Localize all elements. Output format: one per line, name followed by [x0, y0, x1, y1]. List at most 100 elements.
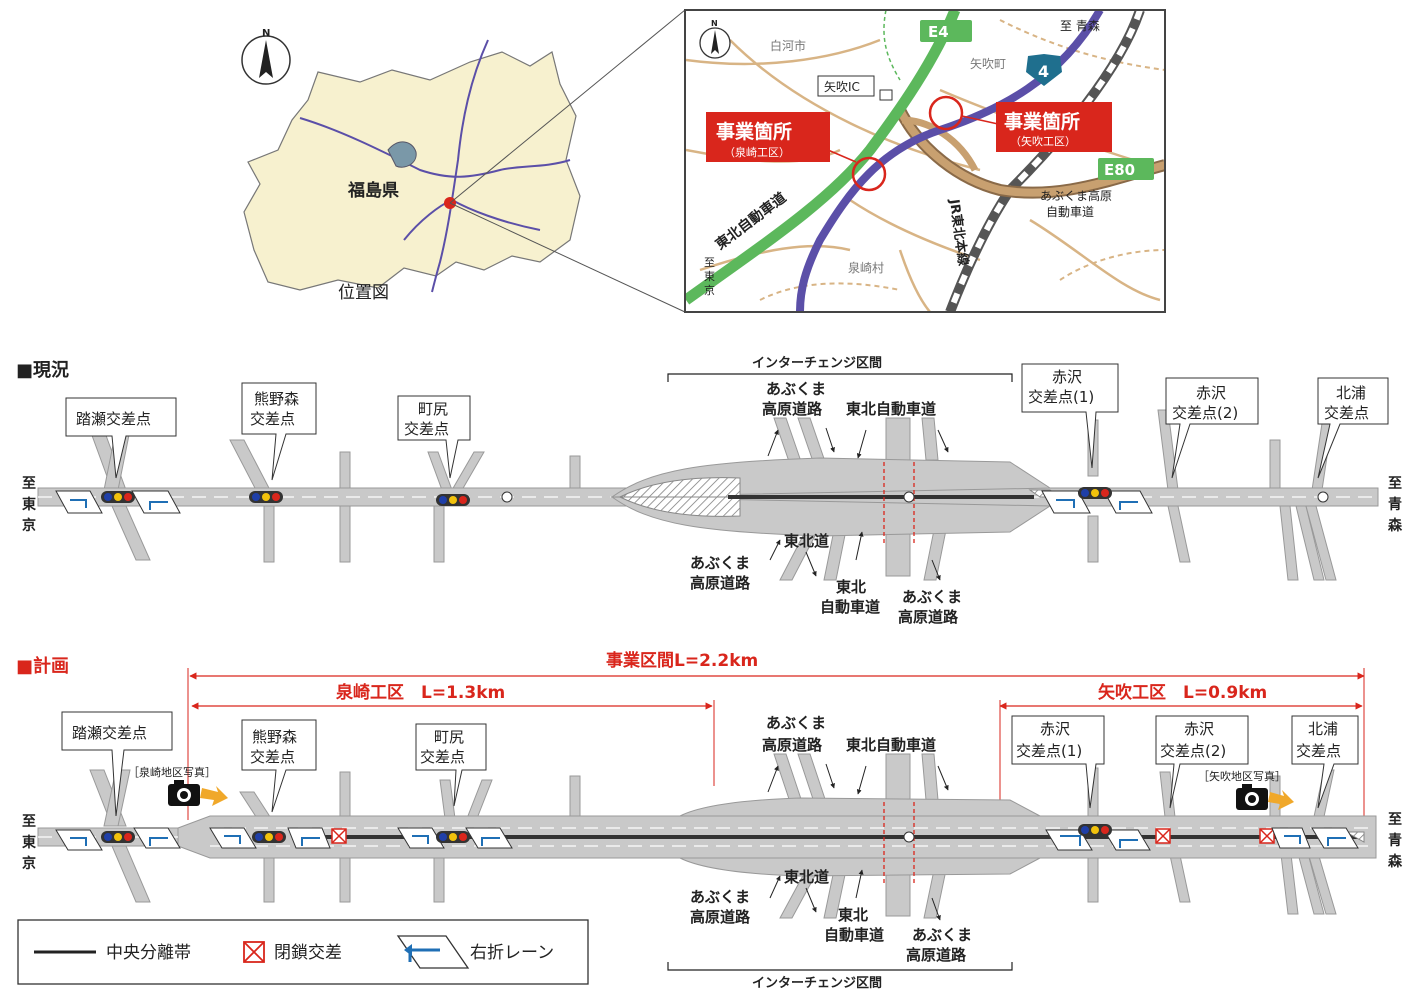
right-turn-lane-icon	[1041, 490, 1091, 514]
project-section-length: 事業区間L=2.2km	[606, 650, 758, 671]
svg-text:N: N	[711, 19, 718, 28]
legend-right-turn-icon	[396, 935, 470, 969]
north-arrow-icon: N	[699, 19, 731, 59]
current-heading: ■現況	[16, 359, 69, 381]
intersection-fumise: 踏瀬交差点	[76, 410, 151, 428]
north-label: N	[262, 28, 270, 39]
svg-text:東北: 東北	[836, 578, 866, 596]
route-e80-badge	[1098, 158, 1154, 180]
traffic-signal-icon	[436, 831, 470, 843]
svg-text:交差点: 交差点	[404, 420, 449, 438]
svg-text:青: 青	[1388, 496, 1402, 513]
svg-text:京: 京	[22, 855, 36, 872]
svg-text:あぶくま: あぶくま	[902, 588, 962, 606]
svg-text:（矢吹工区）: （矢吹工区）	[1010, 134, 1076, 148]
traffic-signal-icon	[101, 831, 135, 843]
svg-text:あぶくま: あぶくま	[690, 554, 750, 572]
svg-text:高原道路: 高原道路	[690, 574, 751, 592]
right-turn-lane-icon	[1311, 827, 1359, 849]
svg-text:町尻: 町尻	[418, 400, 448, 418]
traffic-signal-icon	[252, 831, 286, 843]
svg-text:赤沢: 赤沢	[1196, 384, 1226, 402]
to-aomori-label: 至 青 森	[1388, 476, 1403, 534]
legend-median-label: 中央分離帯	[106, 943, 191, 963]
svg-text:交差点: 交差点	[250, 748, 295, 766]
svg-text:自動車道: 自動車道	[824, 926, 884, 944]
svg-text:交差点: 交差点	[250, 410, 295, 428]
right-turn-lane-icon	[1045, 829, 1093, 851]
svg-text:インターチェンジ区間: インターチェンジ区間	[752, 976, 882, 991]
svg-text:矢吹町: 矢吹町	[970, 57, 1006, 71]
route-4-shield-icon: 4	[1026, 54, 1062, 86]
legend-closed-label: 閉鎖交差	[274, 943, 342, 963]
detail-map: N E4 E80 4 至 青森 白河市 矢吹町 矢吹IC 泉崎村 東北自動車道 …	[684, 9, 1166, 313]
svg-text:あぶくま高原: あぶくま高原	[1040, 188, 1112, 203]
izumizaki-section-length: 泉崎工区 L=1.3km	[335, 682, 505, 703]
svg-text:至: 至	[22, 814, 36, 830]
svg-text:北浦: 北浦	[1336, 384, 1366, 402]
svg-text:東: 東	[704, 270, 715, 283]
right-turn-lane-icon	[55, 829, 103, 851]
prefecture-shape	[243, 51, 581, 291]
to-tokyo-label: 至 東 京	[22, 476, 36, 534]
closed-intersection-icon	[331, 828, 347, 844]
photo-label-yabuki: ［矢吹地区写真］	[1198, 769, 1286, 783]
svg-text:熊野森: 熊野森	[254, 390, 299, 408]
svg-text:あぶくま: あぶくま	[912, 926, 972, 944]
to-tokyo-vertical: 至 東 京	[704, 256, 715, 297]
svg-text:交差点: 交差点	[1296, 742, 1341, 760]
svg-text:東北: 東北	[838, 906, 868, 924]
svg-text:北浦: 北浦	[1308, 720, 1338, 738]
svg-text:交差点: 交差点	[1324, 404, 1369, 422]
svg-text:森: 森	[1388, 517, 1403, 534]
north-arrow-icon: N	[241, 28, 291, 85]
svg-text:高原道路: 高原道路	[762, 400, 823, 418]
yabuki-ic-label: 矢吹IC	[824, 80, 860, 94]
right-turn-lane-icon	[1271, 827, 1311, 849]
svg-text:泉崎村: 泉崎村	[848, 261, 884, 275]
svg-text:E80: E80	[1104, 161, 1135, 179]
right-turn-lane-icon	[1103, 829, 1151, 851]
yabuki-section-length: 矢吹工区 L=0.9km	[1098, 682, 1267, 703]
project-site-izumizaki-marker	[851, 156, 887, 192]
svg-text:あぶくま: あぶくま	[766, 714, 826, 732]
right-turn-lane-icon	[133, 827, 181, 849]
traffic-signal-icon	[436, 494, 470, 506]
plan-heading: ■計画	[16, 655, 69, 677]
right-turn-lane-icon	[1103, 490, 1153, 514]
svg-text:E4: E4	[928, 23, 949, 41]
svg-text:至: 至	[704, 256, 715, 269]
svg-text:東北道: 東北道	[784, 532, 829, 550]
svg-text:町尻: 町尻	[434, 728, 464, 746]
svg-text:東北自動車道: 東北自動車道	[846, 400, 936, 418]
svg-text:自動車道: 自動車道	[1046, 205, 1094, 219]
right-turn-lane-icon	[287, 827, 331, 849]
svg-text:（泉崎工区）: （泉崎工区）	[724, 145, 790, 159]
svg-text:事業箇所: 事業箇所	[1004, 110, 1080, 133]
svg-text:赤沢: 赤沢	[1184, 720, 1214, 738]
right-turn-lane-icon	[465, 827, 513, 849]
svg-text:東: 東	[22, 834, 36, 851]
svg-text:京: 京	[704, 283, 715, 297]
svg-text:自動車道: 自動車道	[820, 598, 880, 616]
svg-text:高原道路: 高原道路	[906, 946, 967, 964]
traffic-signal-icon	[1078, 487, 1112, 499]
callout-yabuki	[996, 102, 1112, 152]
svg-text:あぶくま: あぶくま	[766, 380, 826, 398]
svg-text:交差点(2): 交差点(2)	[1172, 404, 1238, 422]
closed-intersection-icon	[1155, 828, 1171, 844]
legend-closed-icon	[243, 941, 265, 963]
legend: 中央分離帯 閉鎖交差 右折レーン	[17, 919, 589, 985]
location-caption: 位置図	[338, 283, 389, 303]
traffic-signal-icon	[1078, 824, 1112, 836]
current-section: ■現況 インターチェンジ区間	[16, 356, 1403, 626]
svg-text:事業箇所: 事業箇所	[716, 120, 792, 143]
svg-text:交差点(1): 交差点(1)	[1016, 742, 1082, 760]
svg-text:至: 至	[22, 476, 36, 492]
to-aomori-label: 至 青 森	[1388, 812, 1403, 870]
svg-text:至: 至	[1388, 476, 1402, 492]
project-site-yabuki-marker	[928, 95, 964, 131]
svg-text:森: 森	[1388, 853, 1403, 870]
svg-text:京: 京	[22, 517, 36, 534]
